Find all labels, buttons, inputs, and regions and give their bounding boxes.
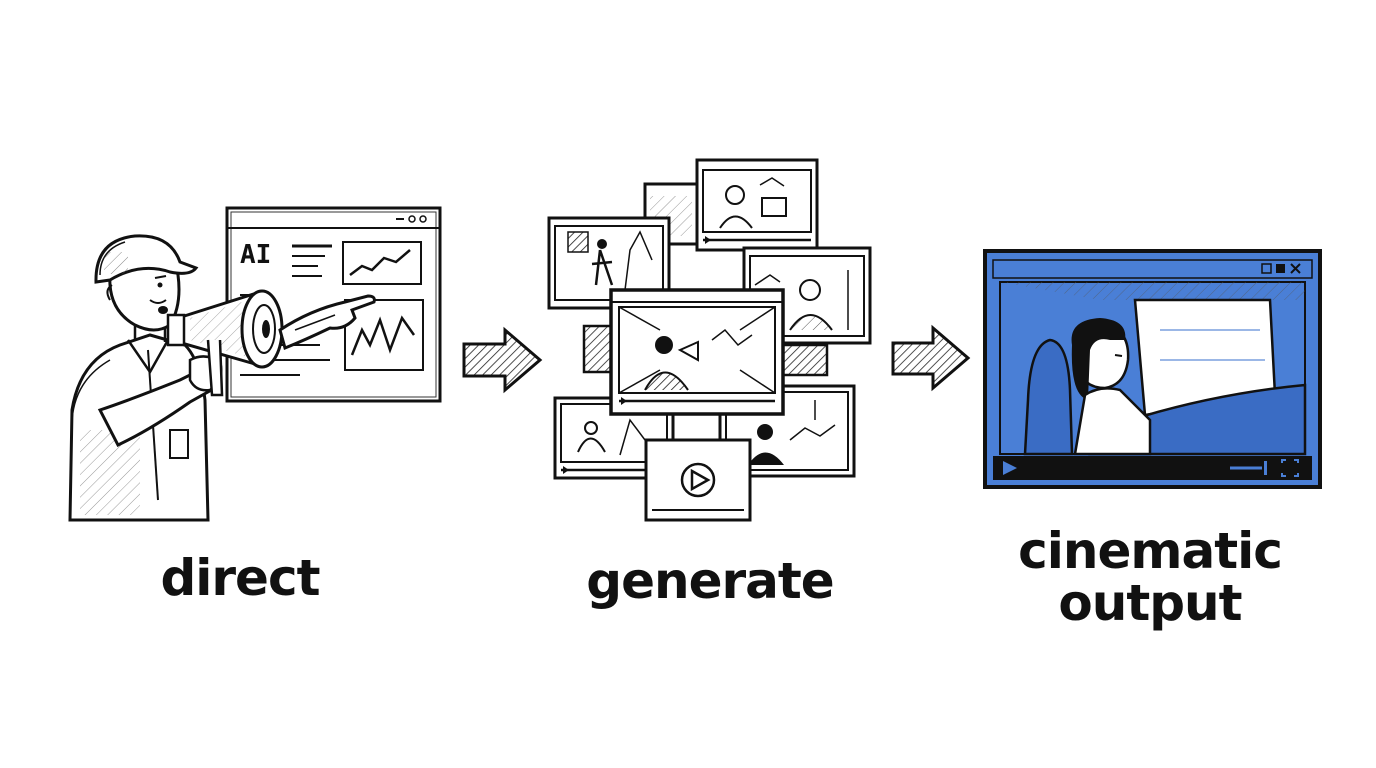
step-label-line-2: output bbox=[1058, 574, 1242, 632]
video-frame bbox=[609, 288, 785, 416]
arrow-right-icon bbox=[462, 326, 543, 394]
step-label-line-1: cinematic bbox=[1018, 522, 1283, 580]
play-icon bbox=[1003, 461, 1017, 475]
dashboard-ai-label: AI bbox=[240, 240, 272, 270]
step-label-generate: generate bbox=[586, 552, 834, 610]
fullscreen-icon bbox=[1281, 459, 1299, 477]
play-icon bbox=[680, 462, 716, 498]
step-label-direct: direct bbox=[160, 549, 320, 607]
video-frame bbox=[644, 438, 752, 522]
director-figure bbox=[68, 234, 223, 522]
megaphone-icon bbox=[166, 289, 284, 397]
step-generate-illustration bbox=[547, 158, 872, 522]
video-frame bbox=[695, 158, 819, 252]
step-label-cinematic-output: cinematic output bbox=[1000, 525, 1300, 629]
car-interior-scene bbox=[999, 281, 1307, 456]
pointing-arm bbox=[278, 294, 376, 351]
player-controls bbox=[993, 456, 1312, 480]
step-direct-illustration bbox=[68, 206, 442, 522]
arrow-right-icon bbox=[891, 324, 971, 392]
step-output-illustration bbox=[983, 249, 1322, 489]
